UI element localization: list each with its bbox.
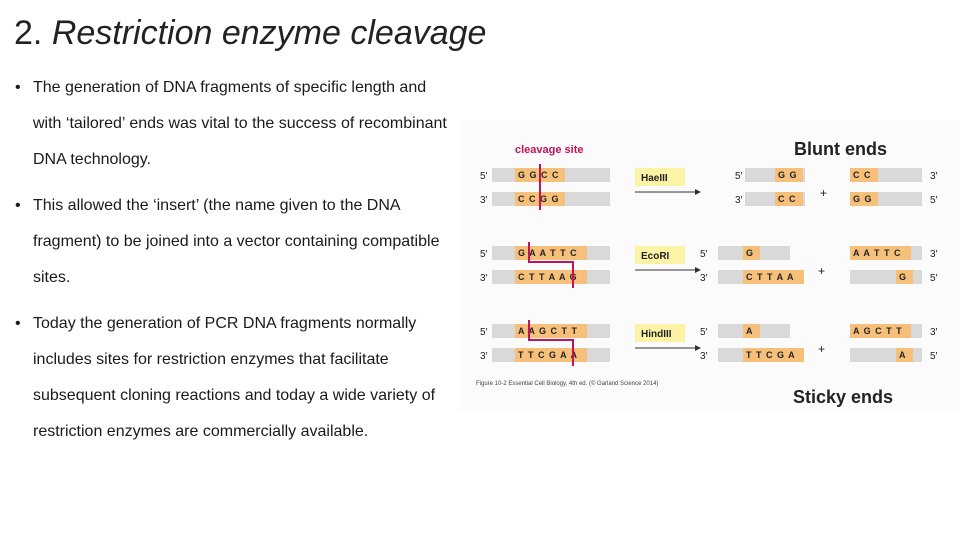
cleavage-line: [528, 320, 574, 366]
bullet-dot: •: [15, 197, 21, 214]
slide-title: 2. Restriction enzyme cleavage: [14, 14, 486, 53]
enzyme-name: HindIII: [641, 329, 672, 340]
three-prime-label: 3′: [930, 249, 938, 260]
right-top-seq-bg: [850, 168, 878, 182]
five-prime-label: 5′: [700, 249, 708, 260]
five-prime-label: 5′: [480, 249, 488, 260]
three-prime-label: 3′: [930, 327, 938, 338]
five-prime-label: 5′: [480, 327, 488, 338]
enzyme-label-bg: [635, 324, 685, 342]
site-top-seq: A A G C T T: [518, 326, 578, 336]
three-prime-label: 3′: [480, 351, 488, 362]
five-prime-label: 5′: [930, 195, 938, 206]
enzyme-name: EcoRI: [641, 251, 670, 262]
enzyme-name: HaeIII: [641, 173, 668, 184]
reaction-arrowhead: [695, 267, 701, 273]
right-top-seq: A G C T T: [853, 326, 903, 336]
bullet-item: • The generation of DNA fragments of spec…: [15, 70, 455, 178]
bullet-item: • This allowed the ‘insert’ (the name giv…: [15, 188, 455, 296]
site-top-seq: G G C C: [518, 170, 560, 180]
left-top-seq: G: [746, 248, 754, 258]
left-top-seq-bg: [743, 246, 760, 260]
right-bottom-seq: G: [899, 272, 907, 282]
title-text: Restriction enzyme cleavage: [51, 14, 487, 52]
site-bottom-seq-bg: [515, 270, 587, 284]
three-prime-label: 3′: [480, 195, 488, 206]
plus-sign: +: [820, 186, 827, 200]
site-top-seq-bg: [515, 324, 587, 338]
site-bottom-seq: C C G G: [518, 194, 560, 204]
bullet-list: • The generation of DNA fragments of spec…: [15, 70, 455, 460]
three-prime-label: 3′: [700, 273, 708, 284]
right-bottom-seq: A: [899, 350, 907, 360]
left-bottom-seq-bg: [743, 348, 804, 362]
enzyme-label-bg: [635, 246, 685, 264]
right-top-seq: C C: [853, 170, 872, 180]
right-top-seq-bg: [850, 246, 911, 260]
site-top-seq-bg: [515, 246, 587, 260]
five-prime-label: 5′: [930, 273, 938, 284]
bullet-item: • Today the generation of PCR DNA fragmen…: [15, 306, 455, 450]
three-prime-label: 3′: [480, 273, 488, 284]
enzyme-rows: 5′ 3′ G G C C C C G G HaeIII 5′ 3′ G G C C + C C G …: [480, 164, 938, 366]
blunt-ends-label: Blunt ends: [794, 139, 887, 159]
three-prime-label: 3′: [700, 351, 708, 362]
left-top-seq: G G: [778, 170, 798, 180]
left-bottom-seq: T T C G A: [746, 350, 796, 360]
site-bottom-seq: C T T A A G: [518, 272, 578, 282]
cleavage-site-label: cleavage site: [515, 144, 584, 156]
bullet-dot: •: [15, 79, 21, 96]
reaction-arrowhead: [695, 345, 701, 351]
cleavage-line: [528, 242, 574, 288]
enzyme-label-bg: [635, 168, 685, 186]
sticky-ends-label: Sticky ends: [793, 387, 893, 407]
bullet-text: Today the generation of PCR DNA fragment…: [33, 315, 436, 440]
bullet-dot: •: [15, 315, 21, 332]
right-bottom-seq-bg: [896, 348, 913, 362]
right-bottom-seq-bg: [896, 270, 913, 284]
site-bottom-seq: T T C G A A: [518, 350, 578, 360]
five-prime-label: 5′: [735, 171, 743, 182]
right-top-seq-bg: [850, 324, 911, 338]
plus-sign: +: [818, 264, 825, 278]
left-bottom-seq-bg: [775, 192, 803, 206]
figure-caption: Figure 10-2 Essential Cell Biology, 4th …: [476, 380, 658, 387]
left-bottom-seq: C C: [778, 194, 797, 204]
three-prime-label: 3′: [930, 171, 938, 182]
left-top-seq-bg: [775, 168, 803, 182]
figure-svg: cleavage site Blunt ends Sticky ends Fig…: [476, 139, 938, 407]
left-top-seq: A: [746, 326, 754, 336]
five-prime-label: 5′: [930, 351, 938, 362]
left-bottom-seq-bg: [743, 270, 804, 284]
plus-sign: +: [818, 342, 825, 356]
five-prime-label: 5′: [700, 327, 708, 338]
reaction-arrowhead: [695, 189, 701, 195]
bullet-text: The generation of DNA fragments of speci…: [33, 79, 447, 168]
site-bottom-seq-bg: [515, 348, 587, 362]
restriction-enzyme-figure: cleavage site Blunt ends Sticky ends Fig…: [460, 120, 960, 410]
title-number: 2.: [14, 14, 43, 52]
bullet-text: This allowed the ‘insert’ (the name give…: [33, 197, 440, 286]
right-top-seq: A A T T C: [853, 248, 902, 258]
five-prime-label: 5′: [480, 171, 488, 182]
right-bottom-seq: G G: [853, 194, 873, 204]
right-bottom-seq-bg: [850, 192, 878, 206]
left-bottom-seq: C T T A A: [746, 272, 795, 282]
site-top-seq: G A A T T C: [518, 248, 578, 258]
three-prime-label: 3′: [735, 195, 743, 206]
left-top-seq-bg: [743, 324, 760, 338]
